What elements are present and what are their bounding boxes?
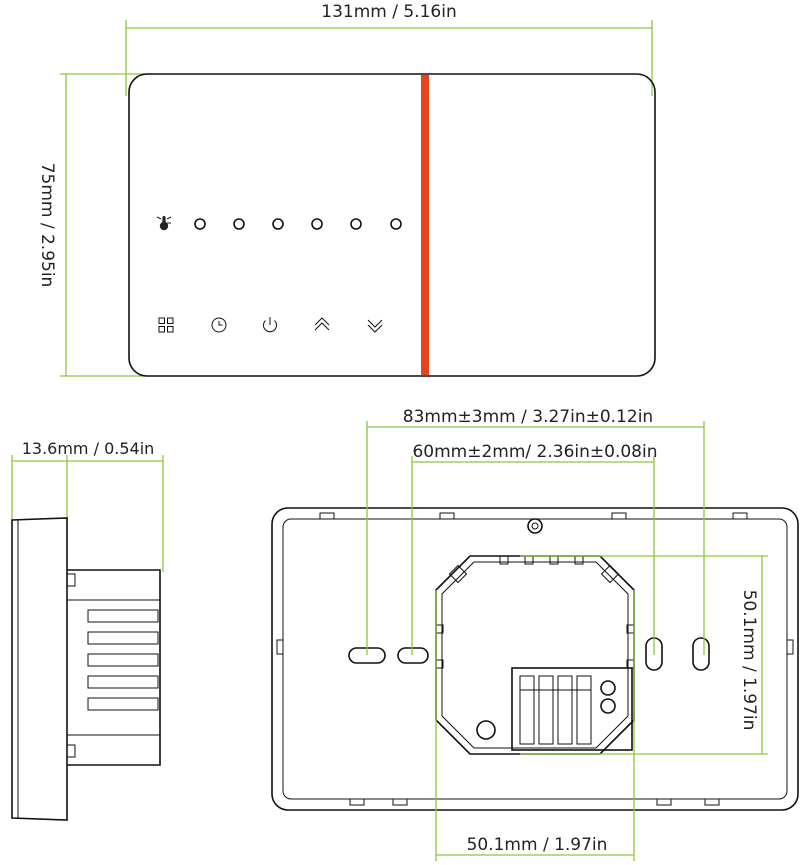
power-icon[interactable] (263, 317, 277, 333)
side-depth-label: 13.6mm / 0.54in (22, 439, 155, 458)
front-panel (128, 73, 656, 377)
hanger-hole (527, 518, 543, 534)
front-width-label: 131mm / 5.16in (321, 2, 456, 22)
clock-icon[interactable] (211, 317, 227, 333)
chevron-up-icon[interactable] (314, 317, 330, 331)
terminal-block (511, 667, 633, 751)
rear-outer-spacing-label: 83mm±3mm / 3.27in±0.12in (403, 407, 653, 427)
rear-box-height-label: 50.1mm / 1.97in (739, 590, 759, 731)
accent-bar (421, 75, 429, 375)
front-view: 131mm / 5.16in 75mm / 2.95in (37, 2, 656, 377)
indicator-led (390, 218, 402, 230)
indicator-leds (194, 218, 402, 230)
screw-hole (476, 720, 496, 740)
rear-inner-spacing-label: 60mm±2mm/ 2.36in±0.08in (412, 442, 657, 462)
indicator-led (311, 218, 323, 230)
side-view: 13.6mm / 0.54in (11, 439, 164, 821)
back-box (435, 555, 635, 755)
indicator-led (272, 218, 284, 230)
menu-grid-icon[interactable] (158, 317, 174, 333)
chevron-down-icon[interactable] (367, 319, 383, 333)
mount-slot-left-inner (397, 647, 429, 664)
indicator-led (194, 218, 206, 230)
rear-view: 83mm±3mm / 3.27in±0.12in 60mm±2mm/ 2.36i… (271, 407, 799, 861)
front-height-label: 75mm / 2.95in (37, 163, 57, 288)
rear-frame-outer (271, 507, 799, 811)
rear-box-width-label: 50.1mm / 1.97in (467, 835, 608, 855)
thermometer-icon (156, 216, 172, 231)
indicator-led (233, 218, 245, 230)
side-front-plate (11, 517, 68, 821)
side-back-body (67, 569, 161, 766)
indicator-led (350, 218, 362, 230)
rear-frame-inner (282, 518, 788, 800)
mount-slot-right-outer (692, 637, 710, 671)
